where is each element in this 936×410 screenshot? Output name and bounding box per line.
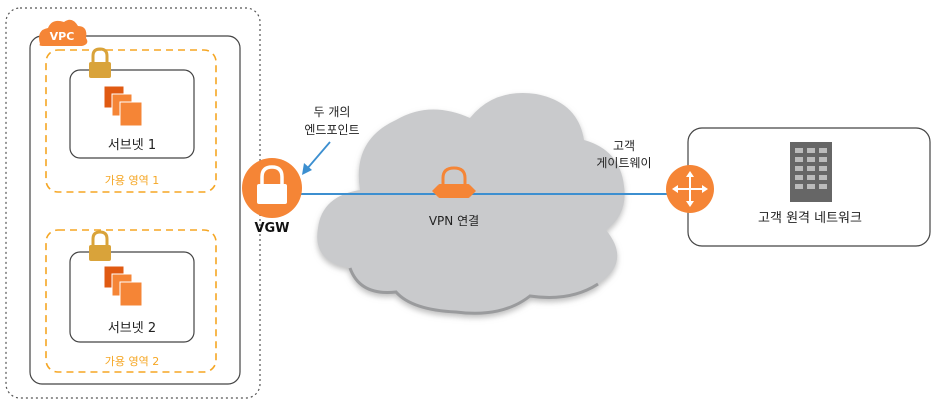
vpn-connection-icon	[432, 166, 476, 198]
lock-icon	[89, 47, 111, 78]
subnet-2-label: 서브넷 2	[108, 321, 156, 336]
building-icon	[790, 142, 832, 202]
region-border	[5, 7, 261, 399]
internet-cloud	[317, 93, 625, 315]
vgw-lock-icon	[242, 158, 302, 218]
customer-gateway-label-line2: 게이트웨이	[596, 156, 651, 170]
customer-gateway-router-icon	[666, 165, 714, 213]
vpc-cloud-icon: VPC	[39, 19, 88, 46]
availability-zone-2	[45, 229, 217, 373]
instances-icon	[103, 265, 143, 307]
lock-icon	[89, 230, 111, 261]
instances-icon	[103, 85, 143, 127]
zone-1-label: 가용 영역 1	[105, 174, 159, 187]
availability-zone-1	[45, 49, 217, 193]
subnet-1-label: 서브넷 1	[108, 138, 156, 153]
customer-network-label: 고객 원격 네트워크	[758, 211, 862, 226]
endpoint-arrowhead-icon	[302, 163, 312, 175]
vpn-label: VPN 연결	[429, 214, 479, 228]
endpoint-label-line1: 두 개의	[314, 105, 351, 119]
vpc-label: VPC	[50, 30, 75, 43]
customer-gateway-label-line1: 고객	[613, 139, 635, 153]
endpoint-label-line2: 엔드포인트	[304, 123, 359, 137]
zone-2-label: 가용 영역 2	[105, 355, 159, 368]
vgw-label: VGW	[254, 221, 289, 236]
endpoint-arrow	[305, 141, 331, 171]
